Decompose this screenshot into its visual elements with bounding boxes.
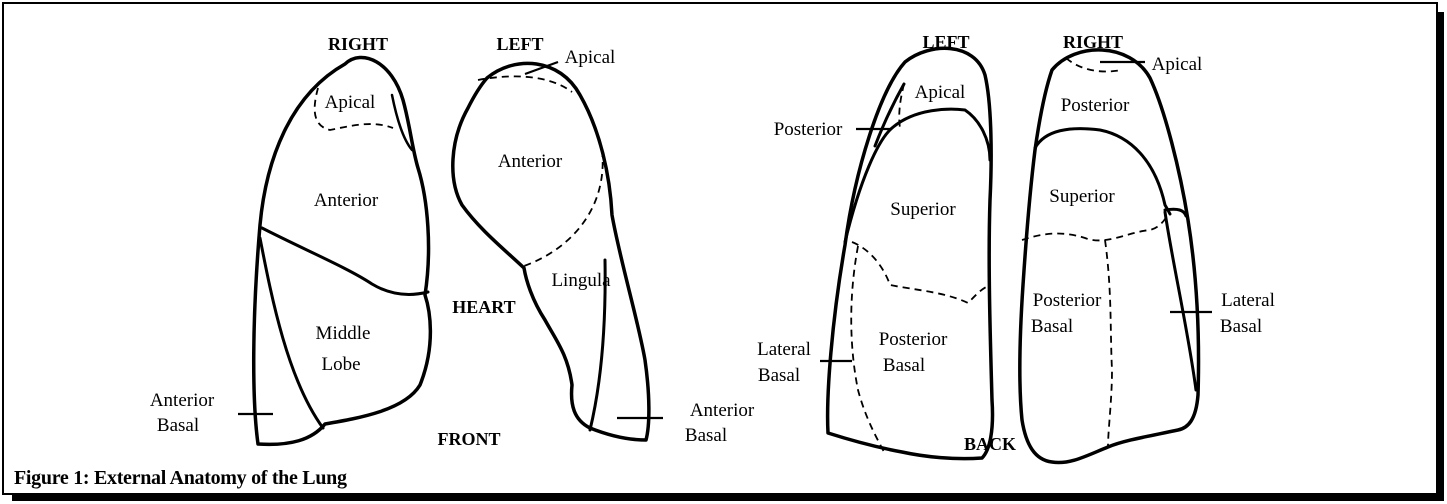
- front-right-anterior-label: Anterior: [314, 190, 379, 211]
- back-left-basal-boundary: [852, 242, 988, 303]
- heart-label: HEART: [452, 297, 515, 317]
- figure-caption: Figure 1: External Anatomy of the Lung: [14, 467, 347, 489]
- front-left-lung-outline: [453, 63, 649, 440]
- back-left-posterior-basal-label-1: Posterior: [879, 329, 948, 350]
- back-left-lateral-basal-label-2: Basal: [758, 365, 800, 386]
- back-right-apical-boundary: [1066, 58, 1122, 72]
- back-left-superior-label: Superior: [890, 199, 956, 220]
- front-right-anterior-middle-fissure: [262, 228, 428, 294]
- front-right-header: RIGHT: [328, 34, 388, 54]
- front-left-apical-label: Apical: [565, 47, 616, 68]
- front-left-header: LEFT: [496, 34, 543, 54]
- back-left-lateral-basal-label-1: Lateral: [757, 339, 811, 360]
- front-right-middle-lobe-label-1: Middle: [316, 323, 371, 344]
- front-right-middle-lobe-label-2: Lobe: [321, 354, 360, 375]
- back-left-apical-label: Apical: [915, 82, 966, 103]
- back-right-header: RIGHT: [1063, 32, 1123, 52]
- back-right-lateral-basal-label-1: Lateral: [1221, 290, 1275, 311]
- back-view-label: BACK: [964, 434, 1016, 454]
- back-left-header: LEFT: [922, 32, 969, 52]
- front-right-anterior-basal-label-1: Anterior: [150, 390, 215, 411]
- front-right-anterior-basal-label-2: Basal: [157, 415, 199, 436]
- back-right-basal-boundary: [1022, 214, 1168, 240]
- back-right-superior-label: Superior: [1049, 186, 1115, 207]
- front-left-anterior-label: Anterior: [498, 151, 563, 172]
- front-right-lung: RIGHT Apical Anterior Middle Lobe Anteri…: [150, 34, 431, 444]
- front-right-apical-label: Apical: [325, 92, 376, 113]
- back-right-lateral-basal-boundary: [1105, 240, 1112, 447]
- front-left-apical-boundary: [478, 76, 572, 92]
- back-left-posterior-basal-label-2: Basal: [883, 355, 925, 376]
- front-view-label: FRONT: [438, 429, 501, 449]
- back-right-posterior-basal-label-2: Basal: [1031, 316, 1073, 337]
- front-left-lingula-label: Lingula: [551, 270, 611, 291]
- back-right-posterior-basal-label-1: Posterior: [1033, 290, 1102, 311]
- back-right-apical-label: Apical: [1152, 54, 1203, 75]
- back-left-lung: LEFT Apical Posterior Superior Posterior…: [757, 32, 992, 459]
- back-left-lung-outline: [828, 48, 993, 458]
- back-right-lateral-basal-label-2: Basal: [1220, 316, 1262, 337]
- back-right-posterior-label: Posterior: [1061, 95, 1130, 116]
- front-left-lung: LEFT Apical Anterior Lingula Anterior Ba…: [453, 34, 755, 446]
- front-right-lung-outline: [254, 57, 431, 444]
- back-left-posterior-label: Posterior: [774, 119, 843, 140]
- back-right-lung: RIGHT Apical Posterior Superior Posterio…: [1020, 32, 1275, 463]
- front-left-anterior-basal-label-1: Anterior: [690, 400, 755, 421]
- back-left-posterior-divider: [875, 84, 904, 146]
- front-left-anterior-basal-label-2: Basal: [685, 425, 727, 446]
- front-right-lower-fissure: [260, 238, 323, 428]
